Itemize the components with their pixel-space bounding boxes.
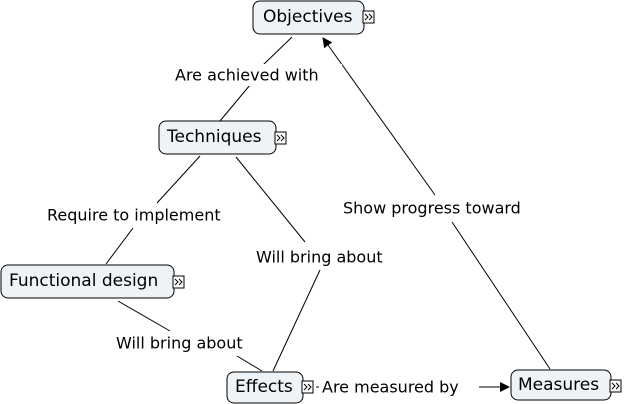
connector-functional-to-bring-about bbox=[117, 300, 171, 332]
concept-objectives-label: Objectives bbox=[263, 7, 353, 27]
connector-bring-about-to-effects bbox=[272, 269, 321, 372]
concept-measures-label: Measures bbox=[518, 375, 599, 395]
expand-icon[interactable] bbox=[301, 380, 314, 394]
connector-progress-to-objectives bbox=[322, 37, 436, 196]
link-show-progress-toward-text: Show progress toward bbox=[343, 199, 521, 218]
link-will-bring-about-1-text: Will bring about bbox=[256, 248, 383, 267]
link-require-to-implement-text: Require to implement bbox=[47, 206, 221, 225]
link-are-achieved-with-text: Are achieved with bbox=[175, 66, 319, 85]
link-label-show-progress-toward: Show progress toward bbox=[338, 197, 550, 219]
concept-functional-design-label: Functional design bbox=[9, 271, 158, 291]
concept-effects-label: Effects bbox=[235, 377, 293, 397]
connector-techniques-to-require bbox=[156, 155, 201, 204]
concept-effects[interactable]: Effects bbox=[226, 371, 304, 404]
connector-achieved-to-techniques bbox=[219, 84, 251, 122]
expand-icon[interactable] bbox=[172, 275, 185, 289]
link-label-require-to-implement: Require to implement bbox=[43, 204, 248, 226]
connector-measures-to-progress bbox=[451, 221, 551, 370]
expand-icon[interactable] bbox=[609, 379, 622, 393]
concept-functional-design[interactable]: Functional design bbox=[0, 264, 175, 299]
connector-techniques-to-bring-about bbox=[235, 156, 306, 243]
connector-bring-about-to-effects-2 bbox=[236, 355, 263, 372]
concept-techniques[interactable]: Techniques bbox=[158, 120, 277, 155]
expand-icon[interactable] bbox=[274, 131, 287, 145]
link-will-bring-about-2-text: Will bring about bbox=[116, 334, 243, 353]
connector-require-to-functional bbox=[105, 227, 134, 265]
concept-objectives[interactable]: Objectives bbox=[252, 0, 365, 35]
link-label-are-achieved-with: Are achieved with bbox=[170, 64, 342, 86]
connector-objectives-to-achieved bbox=[261, 36, 293, 67]
link-label-will-bring-about-1: Will bring about bbox=[251, 246, 403, 268]
concept-techniques-label: Techniques bbox=[166, 127, 262, 147]
link-are-measured-by-text: Are measured by bbox=[322, 378, 459, 397]
link-label-will-bring-about-2: Will bring about bbox=[111, 332, 263, 354]
link-label-are-measured-by: Are measured by bbox=[319, 376, 479, 398]
concept-measures[interactable]: Measures bbox=[510, 369, 612, 401]
expand-icon[interactable] bbox=[362, 10, 375, 24]
